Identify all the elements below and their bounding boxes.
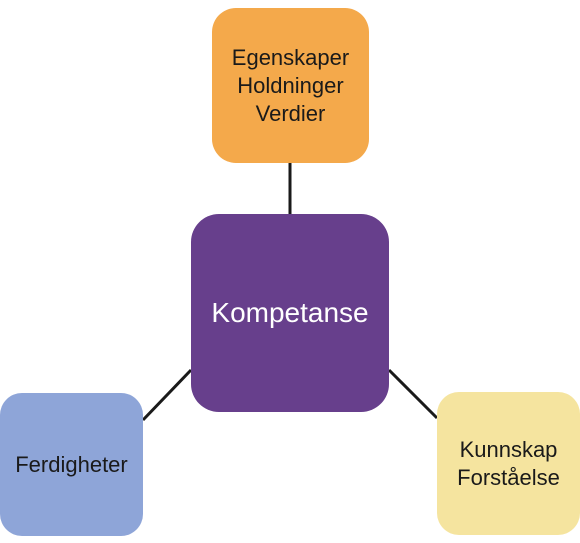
node-center-label: Kompetanse xyxy=(211,297,369,328)
node-ferdigheter: Ferdigheter xyxy=(0,393,143,536)
node-top-line-3: Verdier xyxy=(255,100,326,126)
node-kompetanse: Kompetanse xyxy=(191,214,389,412)
node-egenskaper: Egenskaper Holdninger Verdier xyxy=(212,8,369,163)
node-top-line-1: Egenskaper xyxy=(231,44,350,70)
connector-right xyxy=(387,368,439,420)
node-right-line-2: Forståelse xyxy=(457,464,560,490)
node-top-line-2: Holdninger xyxy=(237,72,344,98)
node-kunnskap: Kunnskap Forståelse xyxy=(437,392,580,535)
connector-left xyxy=(141,368,193,422)
node-left-label: Ferdigheter xyxy=(15,451,128,477)
node-right-line-1: Kunnskap xyxy=(459,436,558,462)
